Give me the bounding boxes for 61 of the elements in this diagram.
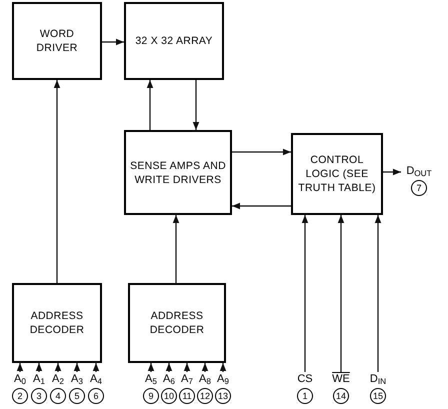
pin-number: 2 — [12, 388, 28, 404]
block-box — [12, 2, 102, 80]
pin-number: 3 — [31, 388, 47, 404]
arrow — [102, 38, 124, 46]
arrow — [184, 363, 190, 372]
pin-number: 12 — [197, 388, 213, 404]
arrow — [202, 363, 208, 372]
arrow — [232, 202, 291, 210]
pin-label: D$_{OUT}$ — [406, 164, 432, 178]
block-box — [12, 283, 102, 363]
pin-label: A$_{5}$ — [145, 372, 157, 386]
block-box — [291, 133, 383, 215]
pin-label: A$_{6}$ — [163, 372, 175, 386]
pin-number: 5 — [69, 388, 85, 404]
arrow — [146, 80, 154, 130]
block-label: 32 X 32 ARRAY — [135, 34, 213, 48]
pin-number: 14 — [333, 388, 349, 404]
pin-number: 1 — [297, 388, 313, 404]
arrow — [338, 215, 344, 372]
pin-label: A$_{9}$ — [217, 372, 229, 386]
arrow — [148, 363, 154, 372]
pin-number: 4 — [50, 388, 66, 404]
pin-label: CS — [297, 372, 313, 386]
pin-label: WE — [332, 372, 350, 386]
arrow — [166, 363, 172, 372]
pin-number: 9 — [143, 388, 159, 404]
pin-number: 11 — [179, 388, 195, 404]
arrow — [36, 363, 42, 372]
pin-label: A$_{4}$ — [90, 372, 102, 386]
arrow — [383, 168, 401, 176]
pin-label: A$_{7}$ — [181, 372, 193, 386]
block-label: WORD DRIVER — [35, 27, 79, 55]
arrow — [74, 363, 80, 372]
pin-number: 15 — [370, 388, 386, 404]
pin-label: D$_{IN}$ — [370, 372, 386, 386]
pin-label: A$_{3}$ — [71, 372, 83, 386]
arrow — [220, 363, 226, 372]
pin-number: 6 — [88, 388, 104, 404]
pin-number: 7 — [411, 180, 427, 196]
arrow — [374, 215, 382, 372]
block-label: CONTROL LOGIC (SEE TRUTH TABLE) — [297, 153, 377, 195]
pin-number: 13 — [215, 388, 231, 404]
arrow — [232, 148, 291, 156]
arrow — [192, 80, 200, 130]
block-label: ADDRESS DECODER — [148, 309, 206, 337]
block-box — [128, 283, 226, 363]
arrow — [16, 363, 24, 372]
pin-label: A$_{1}$ — [33, 372, 45, 386]
block-box — [124, 130, 232, 215]
block-label: ADDRESS DECODER — [28, 309, 86, 337]
pin-label: A$_{2}$ — [52, 372, 64, 386]
arrow — [54, 80, 60, 283]
pin-number: 10 — [161, 388, 177, 404]
arrow — [302, 215, 308, 372]
block-box — [124, 2, 224, 80]
pin-label: A$_{8}$ — [199, 372, 211, 386]
arrow — [54, 363, 62, 372]
arrow — [92, 363, 100, 372]
pin-label: A$_{0}$ — [14, 372, 26, 386]
block-label: SENSE AMPS AND WRITE DRIVERS — [130, 158, 226, 186]
arrow — [172, 215, 180, 283]
